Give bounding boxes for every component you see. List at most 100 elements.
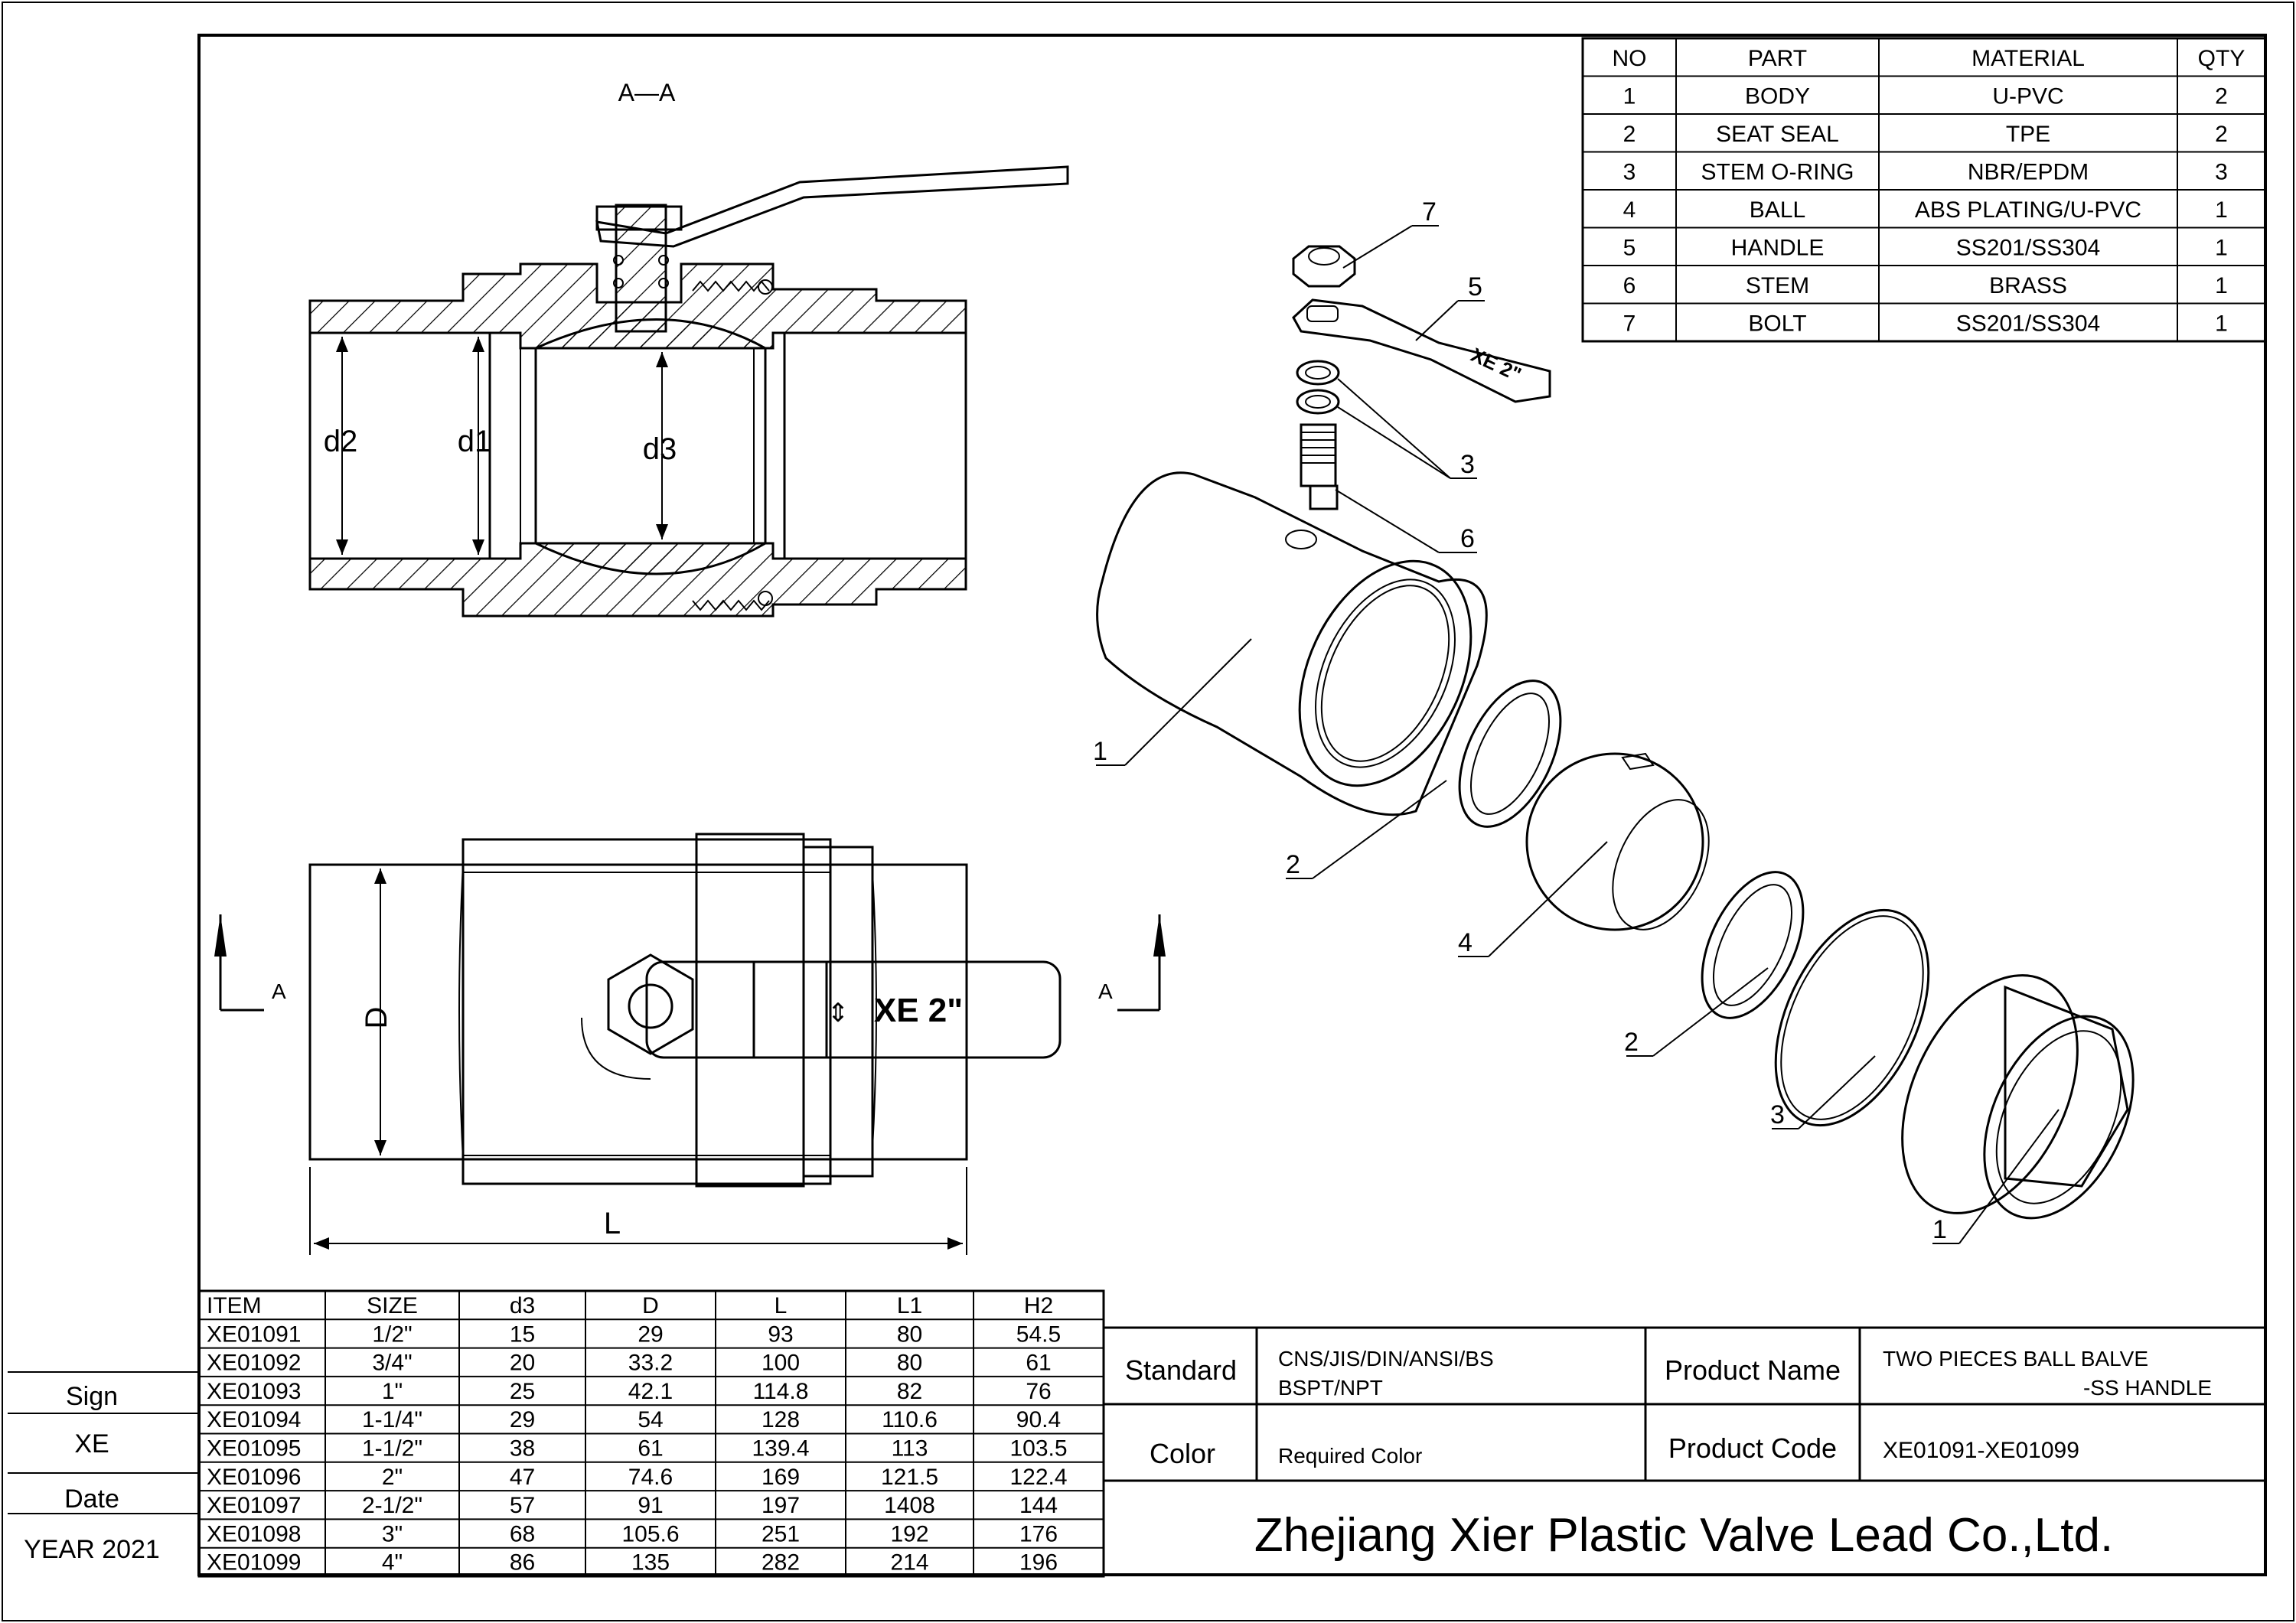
dims-cell: 29 [638,1322,663,1347]
dims-cell: 139.4 [752,1436,809,1462]
date-value: YEAR 2021 [24,1535,160,1564]
dims-header-cell: SIZE [367,1293,418,1318]
handle-marking: XE 2" [874,992,963,1029]
dim-d1: d1 [458,425,492,458]
dims-cell: 2-1/2" [362,1493,422,1518]
dims-cell: XE01099 [207,1550,301,1576]
balloon-5: 5 [1468,272,1482,301]
dims-cell: 122.4 [1009,1465,1067,1490]
bom-cell: BALL [1750,197,1805,223]
balloon-3b: 3 [1770,1100,1785,1129]
section-view: A—A d2 d1 d3 [308,79,1069,618]
dims-cell: 113 [892,1436,928,1462]
dims-cell: 110.6 [882,1407,938,1432]
body-oring [1774,908,1930,1127]
dims-cell: 197 [762,1493,800,1518]
title-block: Standard CNS/JIS/DIN/ANSI/BS BSPT/NPT Pr… [1102,1326,2267,1576]
dims-cell: 61 [638,1436,663,1462]
dims-cell: 169 [762,1465,800,1490]
bom-cell: HANDLE [1731,236,1825,261]
balloon-2a: 2 [1286,850,1300,879]
dims-header-cell: d3 [510,1293,535,1318]
bom-cell: 7 [1623,311,1636,337]
bom-cell: 2 [1623,122,1636,147]
dims-cell: 33.2 [628,1351,673,1376]
dims-cell: 1-1/4" [362,1407,422,1432]
plan-handle [645,960,1062,1059]
dims-header-cell: D [642,1293,659,1318]
dims-cell: 54.5 [1016,1322,1061,1347]
body-part-1 [1096,471,1488,816]
balloon-6: 6 [1460,524,1475,553]
dims-cell: 54 [638,1407,663,1432]
standard-value-line2: BSPT/NPT [1278,1376,1383,1400]
bom-header-cell: PART [1748,46,1807,71]
section-label: A—A [618,79,676,106]
bom-cell: ABS PLATING/U-PVC [1915,197,2141,223]
flow-arrow-icon: ⇕ [827,999,850,1028]
dims-cell: 82 [897,1379,922,1404]
bom-header-cell: NO [1613,46,1647,71]
dims-cell: 57 [510,1493,535,1518]
bom-cell: 1 [1623,84,1636,109]
dims-cell: XE01096 [207,1465,301,1490]
dims-cell: 251 [762,1521,800,1546]
dims-cell: XE01091 [207,1322,301,1347]
balloon-4: 4 [1458,928,1473,957]
dims-cell: 282 [762,1550,800,1576]
dims-cell: XE01095 [207,1436,301,1462]
dims-cell: 214 [890,1550,928,1576]
bom-cell: SS201/SS304 [1956,311,2100,337]
dims-cell: 68 [510,1521,535,1546]
bom-header-cell: MATERIAL [1971,46,2085,71]
product-name-line1: TWO PIECES BALL BALVE [1883,1347,2148,1370]
body-part-2 [1901,974,2079,1214]
dims-cell: 91 [638,1493,663,1518]
color-value: Required Color [1278,1444,1422,1468]
bom-cell: 3 [1623,160,1636,185]
bom-cell: SEAT SEAL [1716,122,1839,147]
dim-d3: d3 [643,432,677,466]
dims-cell: 196 [1019,1550,1058,1576]
balloon-2b: 2 [1624,1028,1639,1057]
sign-value: XE [74,1429,109,1458]
bom-cell: BOLT [1748,311,1806,337]
stem-oring-1 [1296,360,1340,386]
dims-cell: 114.8 [753,1379,809,1404]
section-mark-right: A [1098,979,1113,1003]
balloon-1a: 1 [1093,737,1107,766]
dims-cell: 86 [510,1550,535,1576]
bom-header-cell: QTY [2198,46,2245,71]
bom-cell: 1 [2215,236,2228,261]
dims-cell: 90.4 [1016,1407,1061,1432]
dims-cell: 4" [382,1550,403,1576]
date-label: Date [64,1484,119,1514]
bom-cell: STEM [1746,273,1809,298]
dims-cell: 192 [890,1521,928,1546]
bom-cell: 1 [2215,311,2228,337]
dims-cell: 42.1 [628,1379,673,1404]
product-name-line2: -SS HANDLE [2083,1376,2212,1400]
bom-cell: 4 [1623,197,1636,223]
product-code-label: Product Code [1668,1432,1837,1464]
bom-cell: BODY [1745,84,1810,109]
dims-cell: 3/4" [372,1351,412,1376]
bom-cell: 3 [2215,160,2228,185]
dims-cell: 103.5 [1009,1436,1067,1462]
dims-cell: 100 [762,1351,800,1376]
bom-cell: NBR/EPDM [1968,160,2089,185]
section-mark-left: A [272,979,286,1003]
seat-seal-2 [1701,871,1805,1019]
dims-cell: 135 [631,1550,670,1576]
bom-cell: 2 [2215,122,2228,147]
dims-cell: 38 [510,1436,535,1462]
balloon-3a: 3 [1460,450,1475,479]
product-name-label: Product Name [1665,1354,1841,1386]
dims-cell: 93 [768,1322,793,1347]
dims-header-cell: L1 [897,1293,922,1318]
dims-header-cell: H2 [1024,1293,1053,1318]
